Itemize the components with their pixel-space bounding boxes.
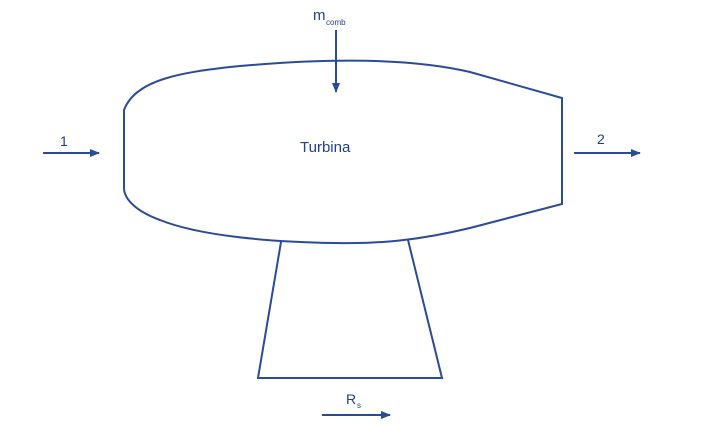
turbine-body [123,59,563,245]
work-subscript: s [357,401,361,410]
outlet-label: 2 [597,131,605,147]
turbine-label: Turbina [300,139,351,156]
fuel-subscript: comb [326,18,346,27]
work-label: R [346,391,356,407]
inlet-label: 1 [60,133,68,149]
fuel-label: m [313,7,326,24]
turbine-base [256,239,444,379]
